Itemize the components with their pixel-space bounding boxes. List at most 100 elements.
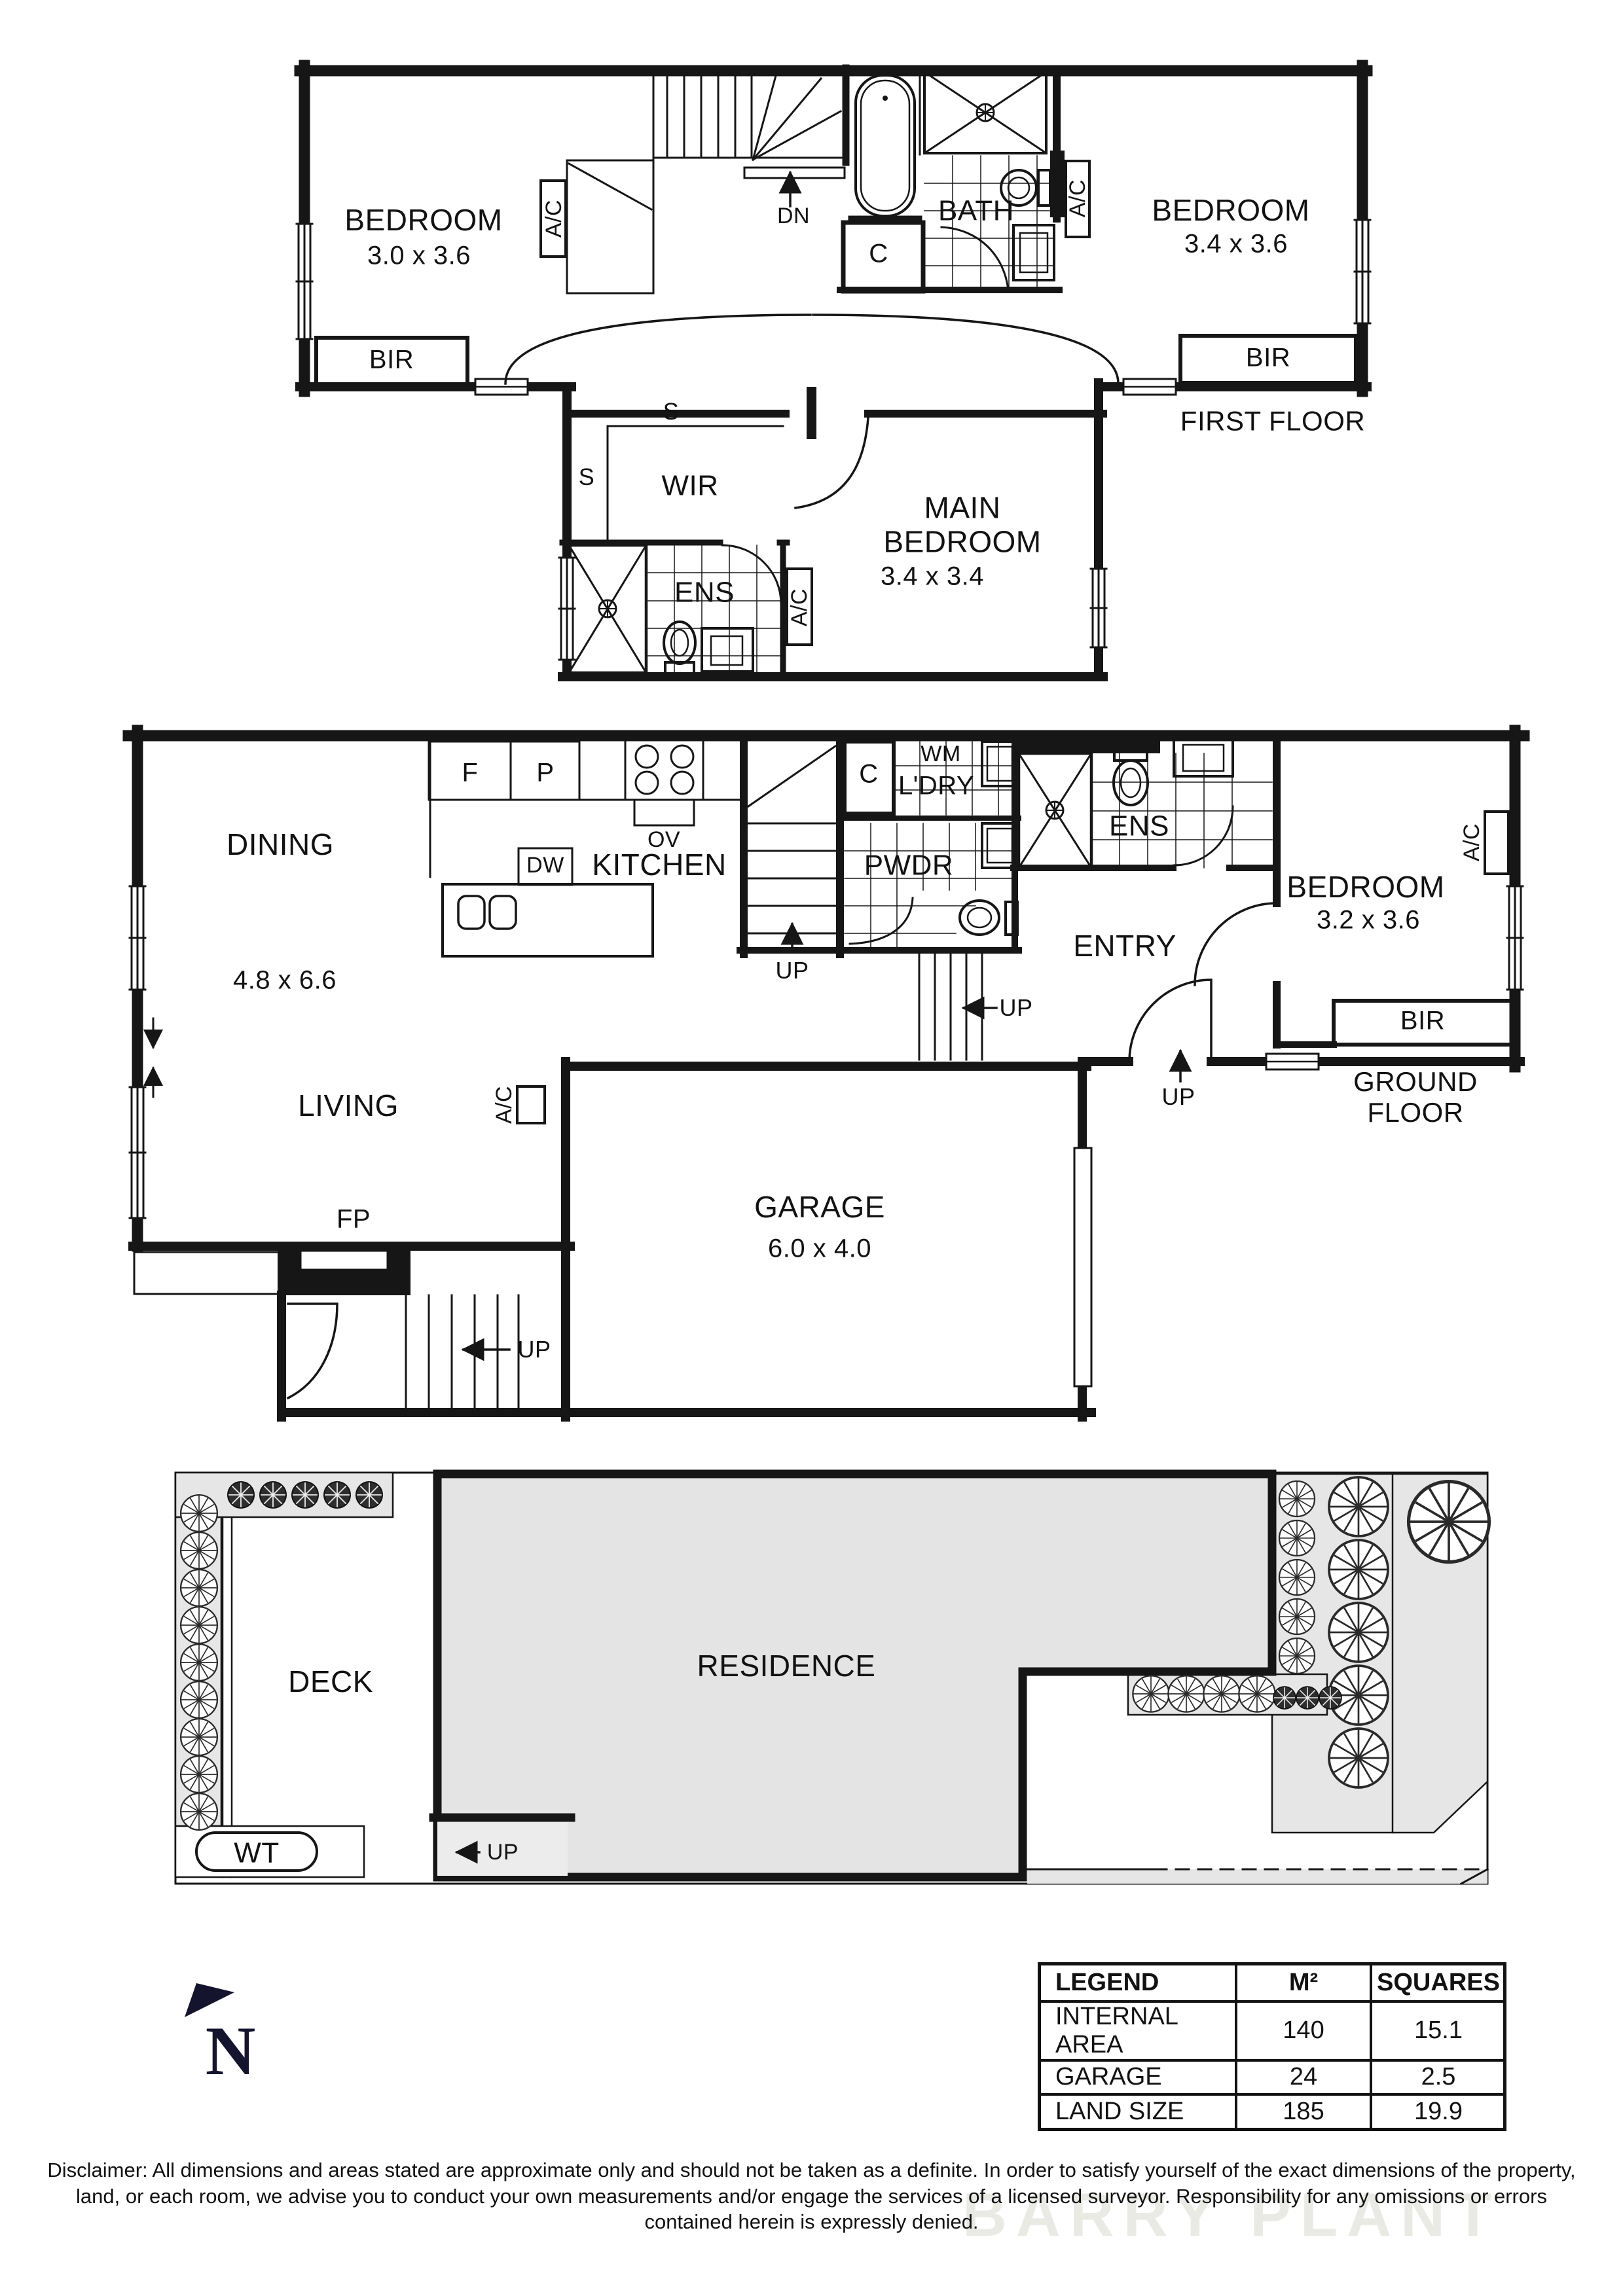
- door-arc: [940, 226, 1010, 291]
- legend-cell-squares: 19.9: [1370, 2096, 1504, 2128]
- room-dims-garage: 6.0 x 4.0: [768, 1234, 871, 1263]
- north-arrow-icon: [185, 1983, 234, 2017]
- vanity-icon: [1012, 224, 1055, 281]
- ac-unit-icon: [1484, 810, 1510, 875]
- bathtub-icon: [854, 74, 916, 217]
- oven-icon: [633, 798, 695, 827]
- bir-label: BIR: [1245, 343, 1291, 372]
- door-arc: [794, 416, 869, 509]
- cooktop-icon: [624, 734, 704, 801]
- tiled-floor: [924, 155, 1055, 291]
- stairs: [405, 1294, 520, 1414]
- legend-row-land-size: LAND SIZE 185 19.9: [1041, 2093, 1504, 2128]
- ac-label: A/C: [491, 1085, 517, 1124]
- window-icon: [1506, 885, 1524, 991]
- legend-row-garage: GARAGE 24 2.5: [1041, 2058, 1504, 2094]
- room-label-ens: ENS: [1109, 810, 1169, 842]
- disclaimer-text: Disclaimer: All dimensions and areas sta…: [47, 2159, 1576, 2233]
- room-label-garage: GARAGE: [754, 1190, 885, 1225]
- ac-unit-icon: [539, 179, 567, 258]
- dn-label: DN: [776, 203, 811, 228]
- door-arc: [286, 1302, 338, 1400]
- up-label: UP: [999, 994, 1033, 1021]
- wall-fill: [1050, 151, 1065, 217]
- legend-cell-label: INTERNAL AREA: [1055, 2002, 1178, 2058]
- window-icon: [128, 885, 147, 1219]
- legend-header-squares: SQUARES: [1370, 1965, 1504, 2000]
- up-label: UP: [775, 956, 809, 984]
- up-label: UP: [1161, 1083, 1195, 1110]
- shelf-label: S: [578, 463, 595, 490]
- legend-header-legend: LEGEND: [1055, 1968, 1159, 1996]
- window-icon: [1265, 1052, 1320, 1071]
- tiled-floor: [647, 545, 784, 675]
- exterior-step: [133, 1251, 283, 1295]
- site-plan: [174, 1469, 1489, 1886]
- north-label: N: [205, 2013, 256, 2089]
- toilet-icon: [663, 620, 697, 675]
- legend-header-m2: M²: [1235, 1965, 1370, 2000]
- legend-cell-squares: 15.1: [1370, 2002, 1504, 2059]
- island-bench: [441, 883, 654, 958]
- fridge-label: F: [462, 758, 479, 787]
- ground-floor-plan: [122, 725, 1530, 1422]
- window-icon: [1122, 378, 1177, 396]
- door-arc: [1173, 805, 1234, 867]
- garage-door-icon: [1073, 1147, 1093, 1388]
- up-label: UP: [486, 1839, 519, 1865]
- legend-cell-m2: 24: [1235, 2061, 1370, 2094]
- room-label-bath: BATH: [938, 194, 1015, 227]
- door-arc: [721, 544, 782, 605]
- room-label-wir: WIR: [661, 469, 719, 502]
- floor-caption-ground: GROUND FLOOR: [1353, 1066, 1478, 1128]
- room-label-bedroom: BEDROOM: [1286, 870, 1445, 905]
- floor-caption-first: FIRST FLOOR: [1180, 405, 1366, 437]
- pantry-cabinet: [509, 740, 581, 801]
- room-label-laundry: L'DRY: [898, 771, 975, 800]
- robe-closet: [566, 69, 655, 295]
- door-arc: [504, 314, 1120, 385]
- room-dims-bedroom-left: 3.0 x 3.6: [367, 241, 471, 270]
- legend-row-internal-area: INTERNAL AREA 140 15.1: [1041, 2000, 1504, 2059]
- room-dims-open-plan: 4.8 x 6.6: [233, 965, 337, 995]
- legend-cell-m2: 140: [1235, 2002, 1370, 2059]
- wm-label: WM: [921, 741, 961, 766]
- legend-cell-squares: 2.5: [1370, 2061, 1504, 2094]
- closet-label: C: [869, 239, 888, 268]
- ac-unit-icon: [1065, 160, 1091, 238]
- water-tank-icon: [195, 1831, 318, 1872]
- bir-label: BIR: [369, 345, 414, 374]
- shower-icon: [567, 543, 648, 675]
- legend-table: LEGEND M² SQUARES INTERNAL AREA 140 15.1…: [1038, 1962, 1506, 2131]
- built-in-robe: [314, 336, 469, 387]
- bir-label: BIR: [1400, 1006, 1446, 1035]
- door-arc: [1128, 978, 1213, 1063]
- stairs: [918, 953, 983, 1061]
- room-dims-bedroom-right: 3.4 x 3.6: [1184, 229, 1288, 259]
- legend-cell-label: LAND SIZE: [1055, 2098, 1184, 2126]
- room-dims-bedroom: 3.2 x 3.6: [1317, 905, 1420, 935]
- closet-label: C: [859, 759, 879, 789]
- window-icon: [295, 219, 1372, 340]
- legend-cell-m2: 185: [1235, 2096, 1370, 2128]
- room-label-bedroom-right: BEDROOM: [1152, 193, 1310, 228]
- room-label-ens: ENS: [674, 576, 735, 609]
- up-label: UP: [517, 1335, 551, 1363]
- site-label-deck: DECK: [288, 1664, 373, 1699]
- shower-icon: [922, 70, 1048, 155]
- ac-label: A/C: [1459, 823, 1484, 862]
- built-in-robe: [1332, 999, 1514, 1047]
- dishwasher-label: DW: [526, 852, 564, 878]
- room-label-main-bedroom: MAIN BEDROOM: [883, 490, 1042, 558]
- ac-label: A/C: [541, 199, 566, 238]
- stairs: [746, 744, 837, 935]
- ac-label: A/C: [1065, 179, 1090, 218]
- door-arc: [1194, 902, 1278, 986]
- stairs: [652, 69, 846, 179]
- vanity-icon: [701, 627, 754, 673]
- built-in-robe: [1178, 334, 1358, 385]
- room-label-kitchen: KITCHEN: [592, 848, 727, 882]
- room-label-dining: DINING: [227, 827, 334, 862]
